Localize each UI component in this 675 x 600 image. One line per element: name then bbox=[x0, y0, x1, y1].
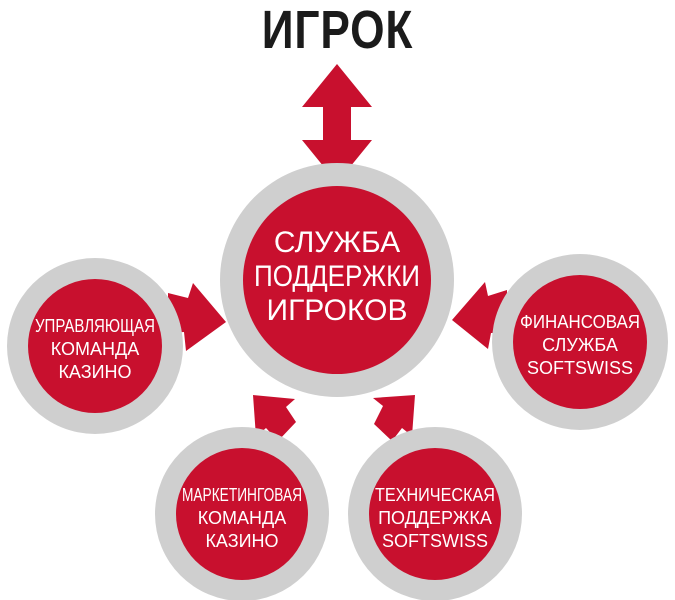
marketing-line-2: КОМАНДА bbox=[198, 508, 286, 528]
finance-line-3: SOFTSWISS bbox=[527, 358, 633, 378]
diagram-title: ИГРОК bbox=[261, 0, 414, 60]
arrow-marketing-to-center bbox=[253, 395, 296, 441]
tech-support-line-1: ТЕХНИЧЕСКАЯ bbox=[375, 485, 495, 505]
finance-line-2: СЛУЖБА bbox=[542, 335, 618, 355]
arrow-casino-management-to-center bbox=[168, 283, 226, 351]
center-node-line-1: СЛУЖБА bbox=[274, 226, 400, 259]
casino-management-line-2: КОМАНДА bbox=[51, 339, 139, 359]
tech-support-node bbox=[369, 448, 501, 580]
double-arrow-up-down bbox=[302, 64, 372, 183]
tech-support-line-2: ПОДДЕРЖКА bbox=[378, 508, 492, 528]
casino-management-line-1: УПРАВЛЯЮЩАЯ bbox=[35, 316, 155, 336]
arrow-tech-support-to-center bbox=[373, 395, 415, 441]
center-node-line-3: ИГРОКОВ bbox=[267, 294, 408, 327]
marketing-line-1: МАРКЕТИНГОВАЯ bbox=[182, 485, 302, 505]
casino-management-line-3: КАЗИНО bbox=[58, 362, 131, 382]
casino-management-node bbox=[28, 279, 162, 413]
marketing-line-3: КАЗИНО bbox=[205, 531, 278, 551]
tech-support-line-3: SOFTSWISS bbox=[382, 531, 488, 551]
center-node bbox=[243, 186, 431, 374]
finance-line-1: ФИНАНСОВАЯ bbox=[520, 312, 640, 332]
finance-node bbox=[513, 275, 647, 409]
marketing-node bbox=[176, 448, 308, 580]
center-node-line-2: ПОДДЕРЖКИ bbox=[254, 260, 420, 293]
